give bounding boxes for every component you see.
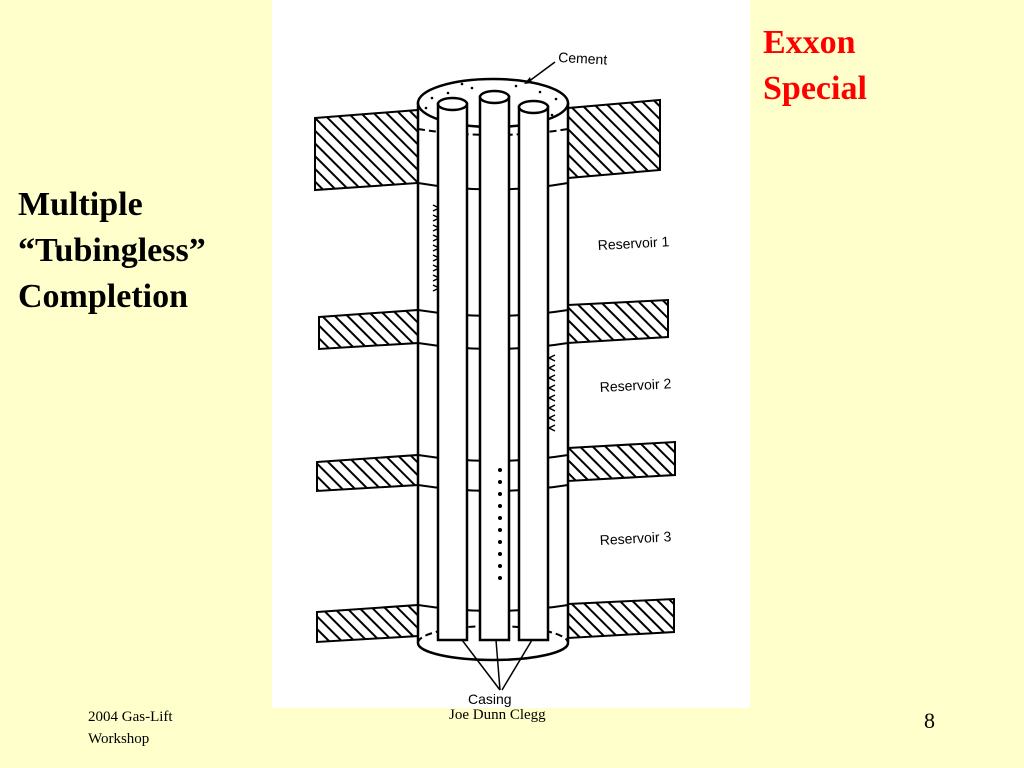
perforations-reservoir-3 <box>498 468 502 580</box>
page-number: 8 <box>924 708 935 733</box>
formation-layer-2-right <box>567 298 669 345</box>
title-line-3: Completion <box>18 278 188 315</box>
formation-layer-2-left <box>318 308 419 351</box>
formation-layer-3-left <box>316 453 419 493</box>
formation-layer-4-right <box>567 597 675 640</box>
formation-layer-4-left <box>316 603 419 644</box>
corner-note-line-2: Special <box>763 70 867 107</box>
casing-leader-left <box>461 639 501 691</box>
footer-event: 2004 Gas-Lift Workshop <box>88 706 173 750</box>
corner-note: Exxon Special <box>763 20 867 112</box>
casing-label: Casing <box>468 691 512 707</box>
corner-note-line-1: Exxon <box>763 24 856 61</box>
casing-string-center <box>478 89 511 642</box>
formation-layer-1-right <box>567 98 661 180</box>
footer-event-line-1: 2004 Gas-Lift <box>88 709 173 725</box>
slide-title: Multiple “Tubingless” Completion <box>18 182 206 320</box>
footer-author: Joe Dunn Clegg <box>449 707 546 723</box>
completion-diagram-svg: Cement Reservoir 1 Reservoir 2 Reservoir… <box>314 49 676 707</box>
casing-leader-center <box>495 639 501 691</box>
reservoir-1-label: Reservoir 1 <box>597 233 670 253</box>
leader-lines <box>461 61 556 691</box>
casing-strings <box>436 89 550 642</box>
cement-label: Cement <box>558 49 608 68</box>
reservoir-2-label: Reservoir 2 <box>599 375 672 395</box>
formation-layer-1-left <box>314 108 419 192</box>
reservoir-3-label: Reservoir 3 <box>599 528 672 548</box>
footer-event-line-2: Workshop <box>88 731 150 747</box>
cement-leader <box>527 61 556 83</box>
formation-layer-3-right <box>567 440 676 483</box>
casing-leader-right <box>501 639 533 691</box>
casing-string-right <box>517 99 550 642</box>
title-line-2: “Tubingless” <box>18 232 206 269</box>
title-line-1: Multiple <box>18 186 143 223</box>
casing-string-left <box>436 96 469 642</box>
completion-diagram: Cement Reservoir 1 Reservoir 2 Reservoir… <box>272 0 750 708</box>
